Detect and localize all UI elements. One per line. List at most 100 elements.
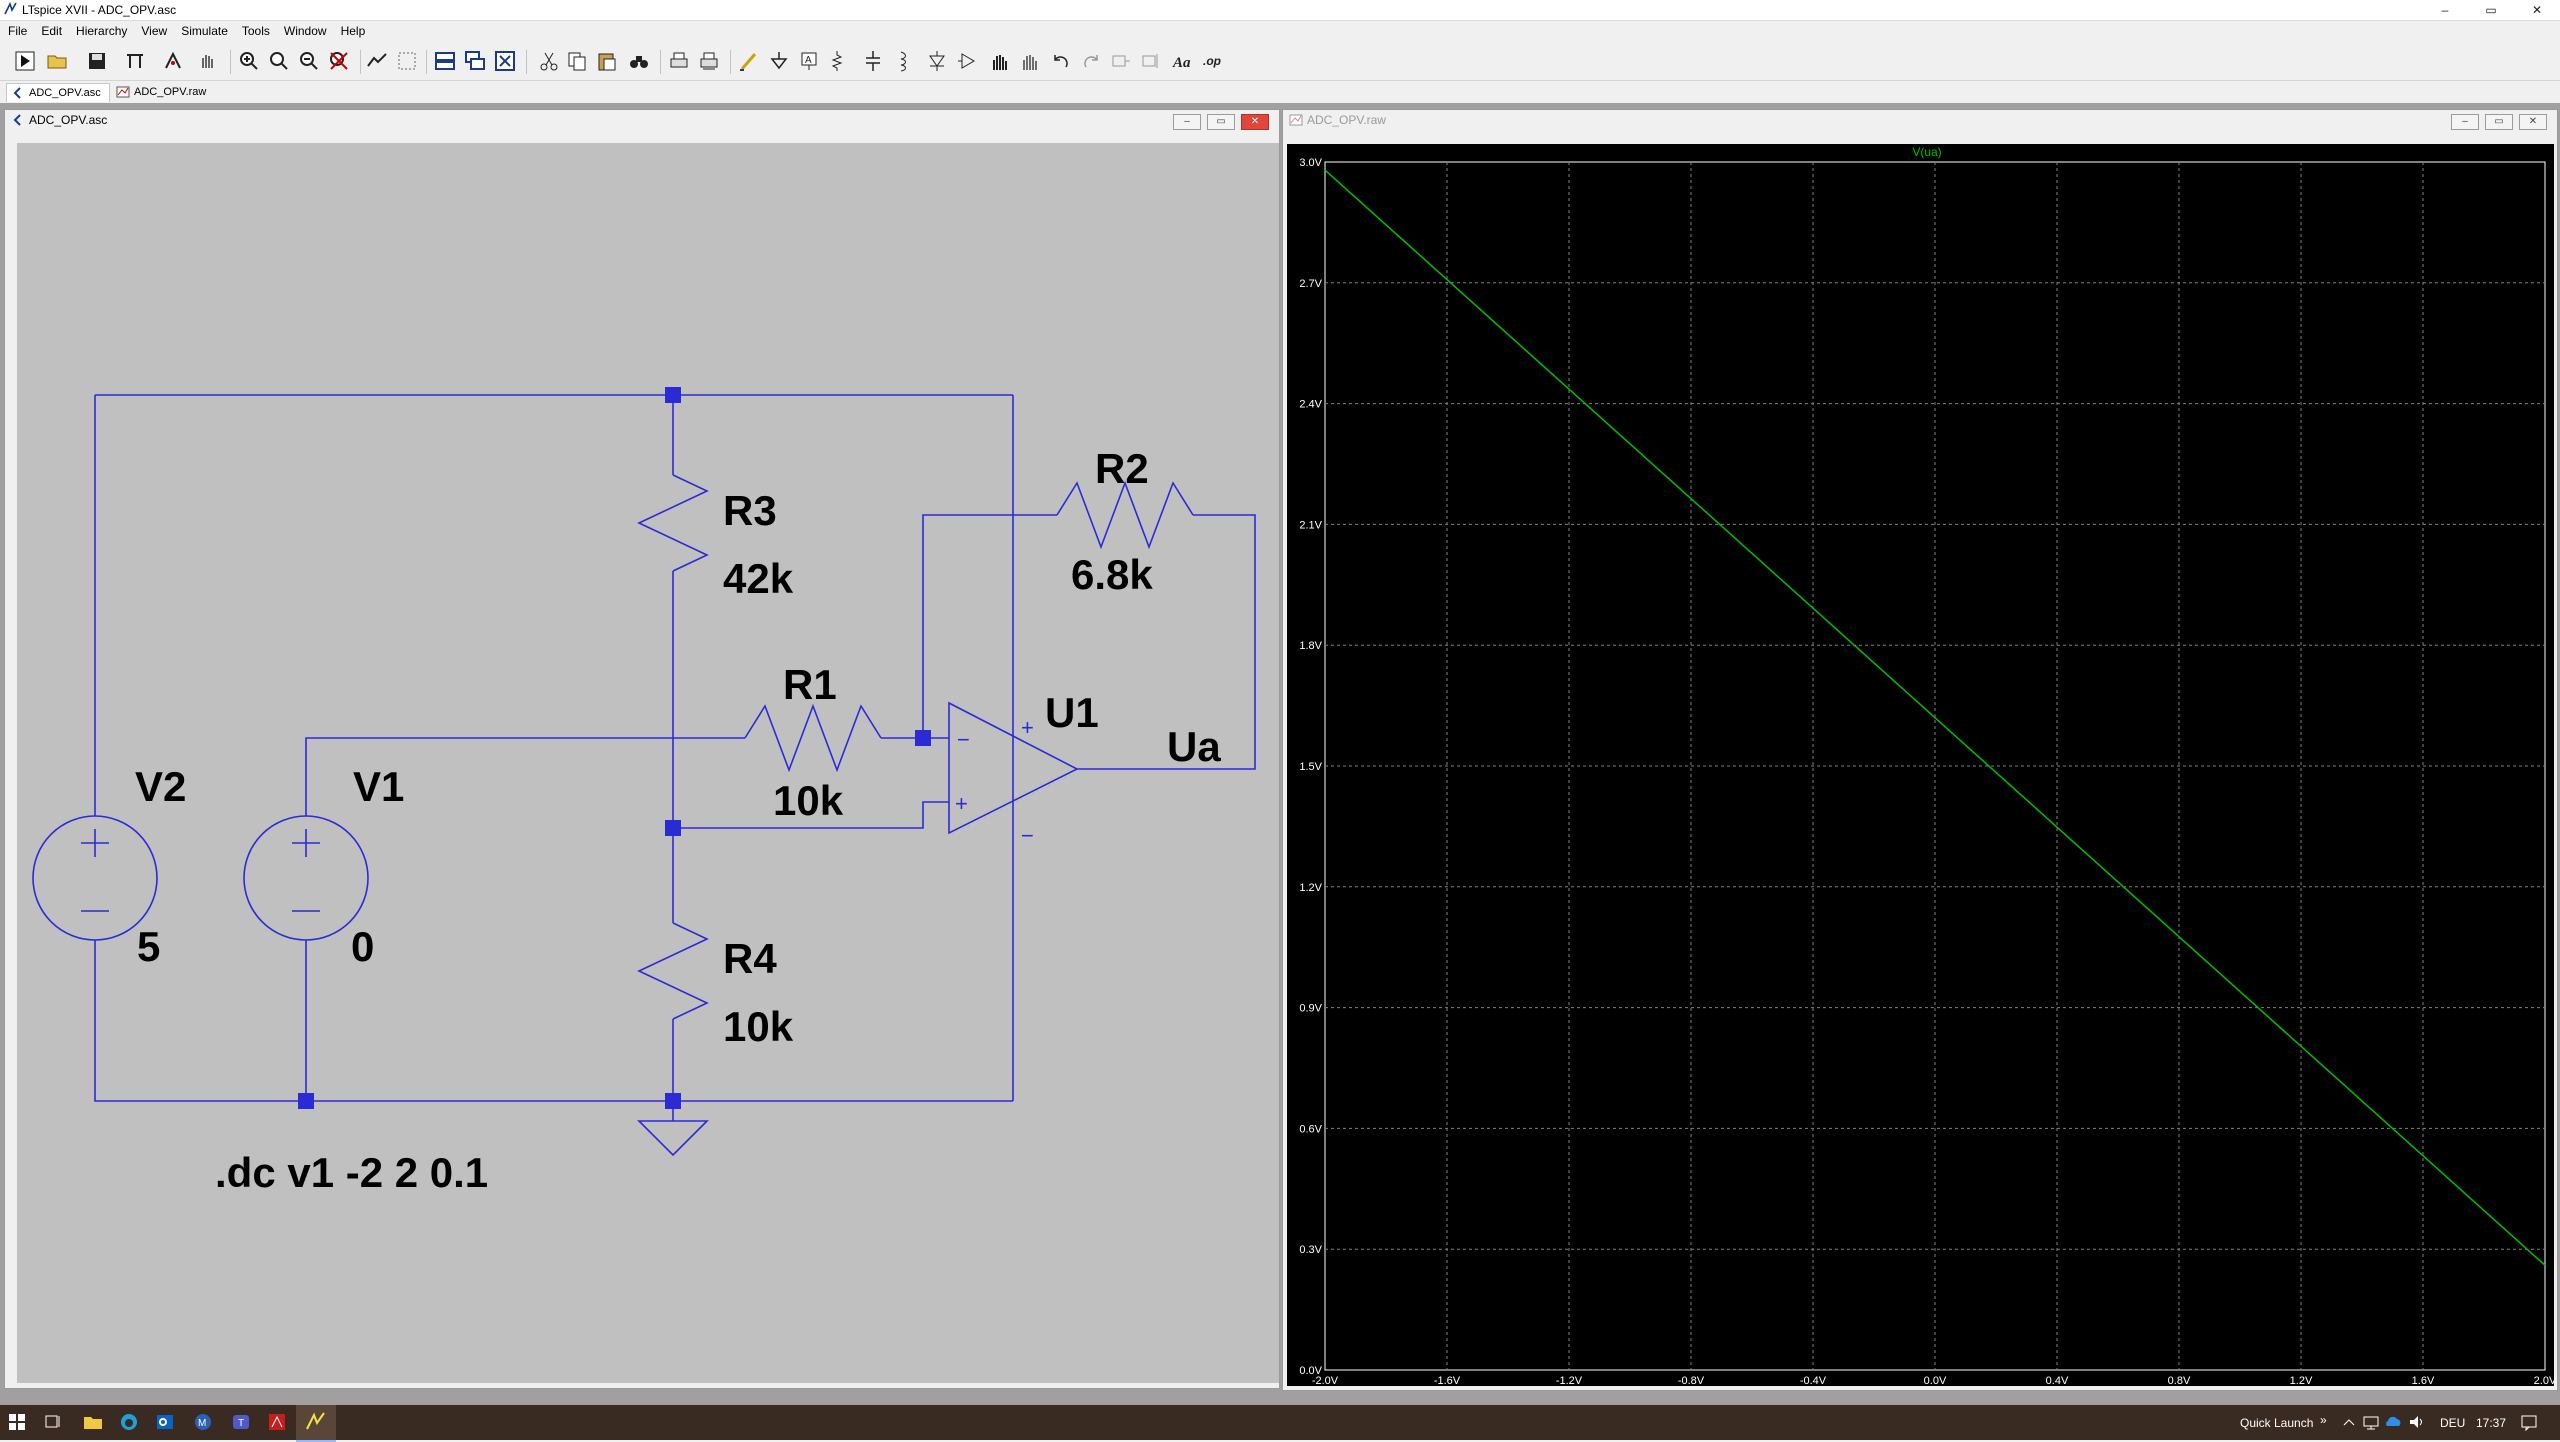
minimize-button[interactable]: – xyxy=(2441,3,2449,17)
mark-unconnected-icon[interactable] xyxy=(396,50,418,72)
r3-label: R3 xyxy=(723,487,777,534)
wire-icon[interactable] xyxy=(738,50,760,72)
start-button-icon[interactable] xyxy=(6,1411,28,1433)
r1-label: R1 xyxy=(783,661,837,708)
menu-hierarchy[interactable]: Hierarchy xyxy=(76,24,128,38)
menu-edit[interactable]: Edit xyxy=(41,24,63,38)
tab-waveform[interactable]: ADC_OPV.raw xyxy=(112,83,214,101)
cascade-icon[interactable] xyxy=(464,50,486,72)
close-all-icon[interactable] xyxy=(494,50,516,72)
menu-file[interactable]: File xyxy=(8,24,28,38)
halt-icon[interactable] xyxy=(162,50,184,72)
task-view-icon[interactable] xyxy=(42,1411,64,1433)
quick-launch-label[interactable]: Quick Launch xyxy=(2240,1416,2314,1430)
spice-directive: .dc v1 -2 2 0.1 xyxy=(215,1149,488,1196)
find-icon[interactable] xyxy=(628,50,650,72)
component-icon[interactable] xyxy=(956,50,978,72)
menu-tools[interactable]: Tools xyxy=(241,24,270,38)
notification-icon[interactable] xyxy=(2518,1411,2540,1433)
opamp-vminus-mark: − xyxy=(1021,823,1034,848)
redo-icon[interactable] xyxy=(1080,50,1102,72)
undo-icon[interactable] xyxy=(1050,50,1072,72)
rotate-icon[interactable] xyxy=(1110,50,1132,72)
y-tick-label: 1.5V xyxy=(1299,761,1322,773)
x-tick-label: -1.6V xyxy=(1434,1375,1461,1386)
opamp-vplus-mark: + xyxy=(1021,715,1034,740)
y-tick-label: 2.4V xyxy=(1299,399,1322,411)
drag-icon[interactable] xyxy=(1018,50,1040,72)
cloud-icon[interactable] xyxy=(2382,1411,2404,1433)
menu-bar: File Edit Hierarchy View Simulate Tools Window… xyxy=(0,21,2560,41)
ground-icon[interactable] xyxy=(768,50,790,72)
app-circle-icon[interactable]: M xyxy=(192,1411,214,1433)
wire xyxy=(94,940,1013,1102)
waveform-minimize-button[interactable]: – xyxy=(2451,114,2479,130)
diode-icon[interactable] xyxy=(926,50,948,72)
title-bar: LTspice XVII - ADC_OPV.asc – ▭ ✕ xyxy=(0,0,2560,21)
y-tick-label: 2.1V xyxy=(1299,519,1322,531)
paste-icon[interactable] xyxy=(596,50,618,72)
input-language[interactable]: DEU xyxy=(2440,1416,2466,1430)
taskbar-ltspice-active[interactable] xyxy=(296,1405,336,1442)
svg-text:T: T xyxy=(238,1418,244,1429)
outlook-icon[interactable] xyxy=(154,1411,176,1433)
run-icon[interactable] xyxy=(14,50,36,72)
resistor-r1-symbol xyxy=(744,703,882,773)
edge-browser-icon[interactable] xyxy=(118,1411,140,1433)
wire xyxy=(1077,514,1256,770)
tile-icon[interactable] xyxy=(434,50,456,72)
cut-icon[interactable] xyxy=(538,50,560,72)
pan-icon[interactable] xyxy=(196,50,218,72)
zoom-area-icon[interactable] xyxy=(268,50,290,72)
zoom-cancel-icon[interactable] xyxy=(328,50,350,72)
copy-icon[interactable] xyxy=(566,50,588,72)
save-icon[interactable] xyxy=(86,50,108,72)
open-icon[interactable] xyxy=(46,50,68,72)
opamp-plus-input-mark: + xyxy=(955,791,968,816)
close-button[interactable]: ✕ xyxy=(2531,3,2543,17)
clock-time[interactable]: 17:37 xyxy=(2476,1416,2507,1430)
spice-directive-icon[interactable]: .op xyxy=(1202,50,1224,72)
move-icon[interactable] xyxy=(988,50,1010,72)
autorange-icon[interactable] xyxy=(366,50,388,72)
schematic-minimize-button[interactable]: – xyxy=(1173,114,1201,130)
resistor-r2-symbol xyxy=(1056,480,1194,550)
zoom-out-icon[interactable] xyxy=(298,50,320,72)
volume-icon[interactable] xyxy=(2406,1411,2428,1433)
waveform-close-button[interactable]: ✕ xyxy=(2519,114,2547,130)
schematic-close-button[interactable]: ✕ xyxy=(1241,114,1269,130)
mdi-workspace: ADC_OPV.asc – ▭ ✕ xyxy=(0,103,2560,1405)
acrobat-icon[interactable] xyxy=(266,1411,288,1433)
menu-view[interactable]: View xyxy=(141,24,168,38)
print-setup-icon[interactable] xyxy=(698,50,720,72)
r3-value: 42k xyxy=(723,555,794,602)
control-panel-icon[interactable] xyxy=(124,50,146,72)
file-explorer-icon[interactable] xyxy=(82,1411,104,1433)
capacitor-icon[interactable] xyxy=(862,50,884,72)
ltspice-app-icon xyxy=(4,2,17,15)
maximize-button[interactable]: ▭ xyxy=(2485,3,2497,17)
schematic-restore-button[interactable]: ▭ xyxy=(1207,114,1235,130)
schematic-icon xyxy=(13,87,21,99)
text-icon[interactable]: Aa xyxy=(1172,50,1194,72)
quick-launch-chevron[interactable]: » xyxy=(2320,1413,2327,1427)
waveform-restore-button[interactable]: ▭ xyxy=(2485,114,2513,130)
network-icon[interactable] xyxy=(2360,1411,2382,1433)
chevron-up-icon[interactable] xyxy=(2338,1411,2360,1433)
menu-window[interactable]: Window xyxy=(283,24,327,38)
menu-simulate[interactable]: Simulate xyxy=(181,24,228,38)
mirror-icon[interactable] xyxy=(1140,50,1162,72)
resistor-icon[interactable] xyxy=(826,50,848,72)
zoom-in-icon[interactable] xyxy=(238,50,260,72)
tab-schematic[interactable]: ADC_OPV.asc xyxy=(6,83,110,102)
menu-help[interactable]: Help xyxy=(340,24,366,38)
label-icon[interactable]: A xyxy=(798,50,820,72)
opamp-u1-symbol xyxy=(948,701,1079,835)
print-icon[interactable] xyxy=(668,50,690,72)
inductor-icon[interactable] xyxy=(892,50,914,72)
y-tick-label: 2.7V xyxy=(1299,278,1322,290)
schematic-canvas[interactable]: R3 42k R2 6.8k R1 10k R4 10k U1 Ua V2 5 … xyxy=(17,143,1279,1383)
teams-icon[interactable]: T xyxy=(230,1411,252,1433)
